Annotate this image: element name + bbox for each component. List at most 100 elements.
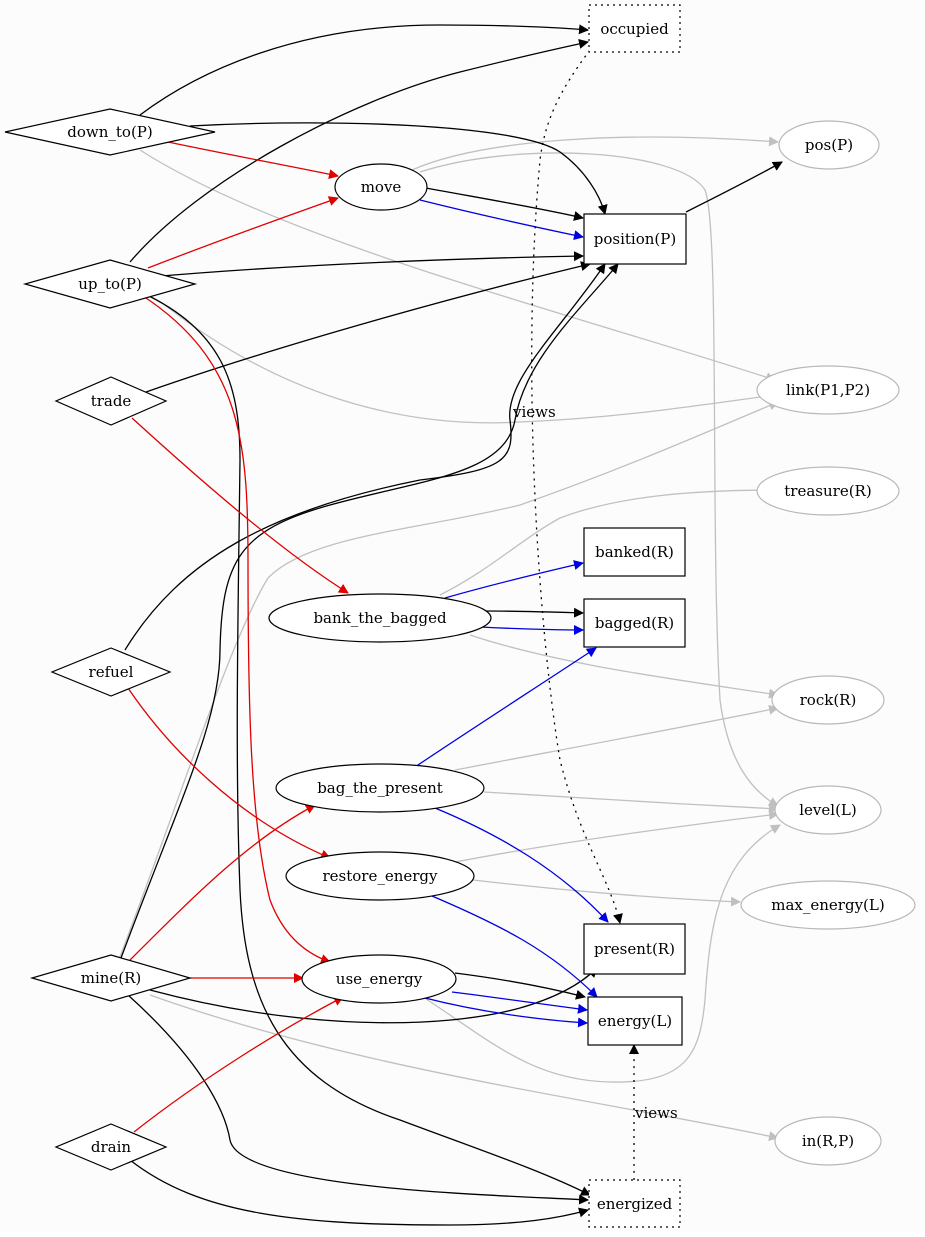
node-restore-energy[interactable]: restore_energy bbox=[285, 851, 475, 901]
edge-bank-bagged-blue bbox=[479, 624, 584, 635]
node-energized-label: energized bbox=[597, 1195, 673, 1213]
node-pos[interactable]: pos(P) bbox=[778, 120, 880, 170]
edge-useenergy-energy-blue2 bbox=[424, 997, 588, 1028]
node-refuel[interactable]: refuel bbox=[50, 647, 172, 697]
edge-bagpresent-level bbox=[483, 791, 779, 814]
edge-mine-energized bbox=[127, 994, 589, 1205]
edge-restore-energy bbox=[431, 895, 598, 998]
node-move-label: move bbox=[361, 178, 402, 196]
node-banked-label: banked(R) bbox=[595, 543, 674, 561]
node-trade[interactable]: trade bbox=[54, 376, 168, 426]
edge-restore-level bbox=[454, 810, 779, 863]
node-move[interactable]: move bbox=[334, 163, 428, 211]
edge-upto-occupied bbox=[129, 38, 589, 263]
edge-upto-link bbox=[164, 304, 776, 424]
node-drain-label: drain bbox=[91, 1138, 132, 1156]
node-bank-the-bagged-label: bank_the_bagged bbox=[313, 609, 446, 627]
node-max-energy[interactable]: max_energy(L) bbox=[740, 880, 916, 930]
node-position-label: position(P) bbox=[594, 230, 676, 248]
edge-restore-maxenergy bbox=[472, 879, 741, 907]
node-level[interactable]: level(L) bbox=[774, 785, 882, 835]
edge-upto-useenergy bbox=[142, 295, 331, 964]
edge-label-views-bottom: views bbox=[634, 1104, 678, 1122]
node-mine-label: mine(R) bbox=[81, 969, 142, 987]
edge-refuel-position bbox=[124, 263, 606, 651]
edge-drain-energized bbox=[129, 1159, 589, 1226]
node-use-energy[interactable]: use_energy bbox=[301, 954, 457, 1004]
node-drain[interactable]: drain bbox=[54, 1123, 168, 1171]
node-bank-the-bagged[interactable]: bank_the_bagged bbox=[268, 593, 492, 643]
node-rock[interactable]: rock(R) bbox=[771, 675, 885, 725]
node-link-label: link(P1,P2) bbox=[786, 381, 870, 399]
node-level-label: level(L) bbox=[799, 801, 857, 819]
node-max-energy-label: max_energy(L) bbox=[771, 896, 884, 914]
edge-mine-link bbox=[117, 400, 779, 963]
edge-downto-link bbox=[139, 149, 776, 382]
edge-trade-position bbox=[145, 261, 591, 393]
edge-bagpresent-present bbox=[434, 807, 609, 923]
edge-mine-in bbox=[149, 994, 779, 1142]
edge-useenergy-energy-blue1 bbox=[451, 991, 588, 1014]
edge-downto-occupied bbox=[139, 24, 589, 116]
edge-bagpresent-rock bbox=[454, 704, 779, 771]
node-treasure[interactable]: treasure(R) bbox=[756, 466, 900, 516]
nodes: occupied down_to(P) move pos(P) position… bbox=[4, 4, 916, 1228]
node-bag-the-present[interactable]: bag_the_present bbox=[275, 763, 485, 813]
edge-mine-present bbox=[149, 967, 598, 1024]
node-bagged[interactable]: bagged(R) bbox=[583, 598, 686, 648]
edge-bank-treasure bbox=[439, 485, 779, 596]
edge-drain-useenergy bbox=[133, 996, 344, 1133]
node-treasure-label: treasure(R) bbox=[784, 482, 871, 500]
edge-upto-move bbox=[147, 196, 339, 269]
edge-bagpresent-bagged bbox=[414, 647, 597, 768]
edge-move-level bbox=[419, 152, 779, 807]
node-up-to-label: up_to(P) bbox=[78, 275, 142, 293]
node-bag-the-present-label: bag_the_present bbox=[317, 779, 443, 797]
edge-label-views-top: views bbox=[512, 403, 556, 421]
node-up-to[interactable]: up_to(P) bbox=[22, 259, 198, 309]
node-in[interactable]: in(R,P) bbox=[774, 1116, 882, 1166]
edge-refuel-restore bbox=[127, 687, 331, 860]
node-banked[interactable]: banked(R) bbox=[583, 527, 686, 577]
node-present-label: present(R) bbox=[594, 940, 675, 958]
edge-mine-bagpresent bbox=[129, 804, 316, 961]
node-energized[interactable]: energized bbox=[588, 1179, 681, 1228]
node-restore-energy-label: restore_energy bbox=[322, 867, 438, 885]
node-pos-label: pos(P) bbox=[805, 136, 853, 154]
edge-move-pos bbox=[411, 136, 779, 171]
node-rock-label: rock(R) bbox=[800, 691, 857, 709]
edge-trade-bank bbox=[131, 417, 349, 594]
edges bbox=[117, 24, 783, 1226]
edge-bank-bagged bbox=[483, 607, 584, 618]
node-refuel-label: refuel bbox=[89, 663, 134, 681]
edge-position-pos bbox=[685, 161, 783, 213]
edge-downto-position bbox=[189, 122, 608, 215]
edge-useenergy-energy bbox=[454, 972, 586, 1000]
node-mine[interactable]: mine(R) bbox=[29, 954, 193, 1002]
edge-downto-move bbox=[167, 141, 339, 180]
node-bagged-label: bagged(R) bbox=[595, 614, 674, 632]
node-trade-label: trade bbox=[91, 392, 132, 410]
edge-bank-rock bbox=[469, 634, 779, 699]
edge-mine-position bbox=[120, 263, 619, 959]
node-down-to-label: down_to(P) bbox=[67, 123, 153, 141]
edge-occupied-present-views bbox=[531, 49, 623, 924]
node-position[interactable]: position(P) bbox=[583, 213, 687, 265]
node-energy[interactable]: energy(L) bbox=[587, 996, 683, 1046]
edge-upto-energized bbox=[142, 292, 591, 1196]
node-present[interactable]: present(R) bbox=[583, 923, 686, 975]
node-occupied-label: occupied bbox=[600, 20, 669, 38]
node-link[interactable]: link(P1,P2) bbox=[756, 365, 900, 415]
node-energy-label: energy(L) bbox=[598, 1012, 672, 1030]
node-occupied[interactable]: occupied bbox=[588, 4, 681, 53]
edge-move-position-blue bbox=[419, 199, 584, 241]
edge-useenergy-level bbox=[419, 824, 781, 1083]
edge-bank-banked bbox=[444, 560, 584, 599]
edge-upto-position bbox=[149, 251, 584, 278]
edge-move-position bbox=[425, 187, 584, 221]
node-in-label: in(R,P) bbox=[802, 1132, 854, 1150]
node-use-energy-label: use_energy bbox=[336, 970, 423, 988]
node-down-to[interactable]: down_to(P) bbox=[4, 108, 216, 156]
